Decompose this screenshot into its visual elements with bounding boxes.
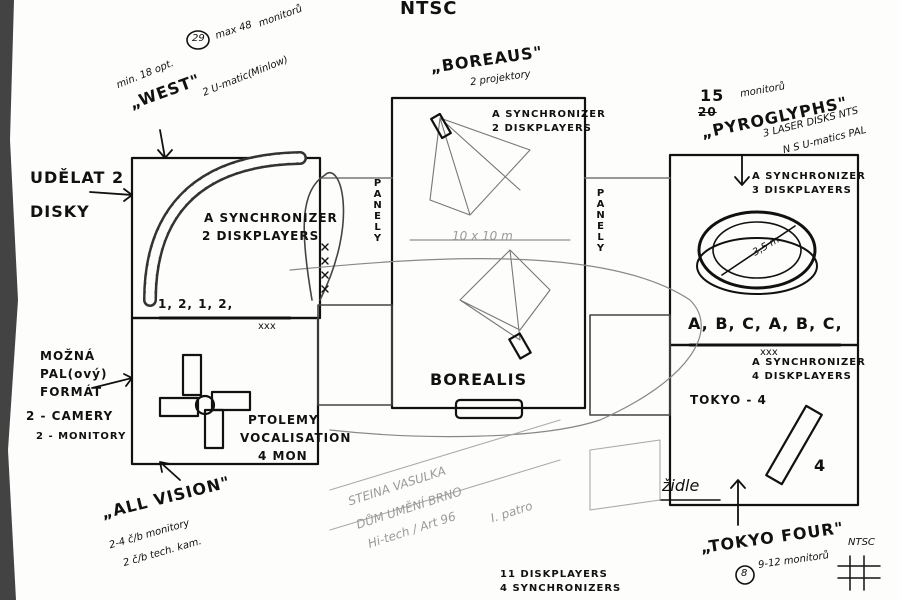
ntsc-grid-sketch bbox=[837, 555, 881, 591]
page-title: NTSC bbox=[400, 0, 458, 19]
ptolemy-vocalisation: VOCALISATION bbox=[240, 431, 352, 445]
all-vision-monitor-bottom bbox=[203, 408, 225, 450]
pyroglyphs-count: 15 bbox=[700, 86, 725, 105]
ptolemy-monitors: 4 MON bbox=[258, 449, 308, 463]
circled-29 bbox=[186, 30, 210, 50]
tokyo-label: TOKYO - 4 bbox=[690, 393, 767, 407]
right-panel-box bbox=[589, 314, 671, 416]
borealis-projection-bottom bbox=[459, 249, 551, 341]
west-note-number: 29 bbox=[192, 33, 205, 44]
corridor-path-left bbox=[303, 172, 345, 301]
make-disks-line2: DISKY bbox=[30, 202, 90, 221]
tokyo-chair: židle bbox=[662, 476, 700, 495]
make-disks-line1: UDĚLAT 2 bbox=[30, 168, 125, 187]
all-vision-monitor-right bbox=[210, 390, 252, 412]
west-sequence: 1, 2, 1, 2, bbox=[158, 297, 234, 311]
west-equipment-synchronizer: A SYNCHRONIZER bbox=[204, 211, 338, 225]
borealis-label: BOREALIS bbox=[430, 370, 528, 389]
total-synchronizers: 4 SYNCHRONIZERS bbox=[500, 583, 622, 594]
venue-box bbox=[589, 439, 661, 511]
projector-top bbox=[430, 112, 452, 140]
boreaus-diskplayers: 2 DISKPLAYERS bbox=[492, 123, 592, 134]
tokyo-day-number: 8 bbox=[741, 568, 748, 579]
pyroglyphs-diskplayers: 3 DISKPLAYERS bbox=[752, 185, 852, 196]
tokyo-synchronizer: A SYNCHRONIZER bbox=[752, 357, 866, 368]
pyroglyphs-monitor-ring bbox=[697, 210, 817, 290]
pyroglyphs-sequence: A, B, C, A, B, C, bbox=[688, 314, 843, 333]
arrow-west-name bbox=[157, 129, 173, 159]
venue-diagonal-2 bbox=[329, 459, 561, 531]
borealis-projection-top bbox=[429, 117, 531, 216]
venue-diagonal-1 bbox=[329, 419, 561, 491]
boreaus-synchronizer: A SYNCHRONIZER bbox=[492, 109, 606, 120]
pal-format-line1: MOŽNÁ bbox=[40, 349, 96, 363]
arrow-all-vision bbox=[159, 461, 181, 481]
pal-format-line5: 2 - MONITORY bbox=[36, 431, 127, 442]
pyroglyphs-diameter-line bbox=[721, 225, 796, 276]
panels-right: PANELY bbox=[595, 188, 606, 254]
projector-bottom bbox=[508, 332, 532, 360]
borealis-room-outline bbox=[390, 96, 587, 410]
arrow-pal-format bbox=[91, 373, 133, 389]
pyroglyphs-sequence-marks: xxx bbox=[760, 347, 778, 358]
cross-marks-column bbox=[321, 243, 329, 293]
ptolemy-label: PTOLEMY bbox=[248, 413, 319, 427]
visitor-path-curve bbox=[289, 258, 702, 438]
arrow-make-disks bbox=[89, 188, 133, 202]
panels-left: PANELY bbox=[372, 178, 383, 244]
pyroglyphs-base bbox=[696, 237, 818, 295]
west-sequence-marks: xxx bbox=[258, 321, 276, 332]
circled-8 bbox=[735, 565, 755, 585]
arrow-pyroglyphs bbox=[734, 154, 750, 186]
pyroglyphs-monitor-ring-inner bbox=[712, 221, 802, 279]
tokyo-count: 4 bbox=[814, 456, 827, 475]
tokyo-monitor-stack bbox=[765, 404, 823, 486]
borealis-bench bbox=[454, 398, 524, 420]
all-vision-monitor-left bbox=[158, 396, 200, 418]
pyroglyphs-synchronizer: A SYNCHRONIZER bbox=[752, 171, 866, 182]
pal-format-line4: 2 - CAMERY bbox=[26, 409, 114, 423]
tokyo-diskplayers: 4 DISKPLAYERS bbox=[752, 371, 852, 382]
west-equipment-diskplayers: 2 DISKPLAYERS bbox=[202, 229, 320, 243]
total-diskplayers: 11 DISKPLAYERS bbox=[500, 569, 608, 580]
west-monitor-arc-inner bbox=[145, 153, 305, 305]
all-vision-center bbox=[194, 394, 216, 416]
all-vision-monitor-top bbox=[181, 353, 203, 397]
pal-format-line2: PAL(ový) bbox=[40, 367, 108, 381]
boreaus-dimension: 10 x 10 m bbox=[452, 229, 513, 243]
left-panel-box bbox=[317, 304, 393, 406]
pal-format-line3: FORMÁT bbox=[40, 385, 103, 399]
tokyo-ntsc: NTSC bbox=[848, 537, 875, 548]
arrow-tokyo-name bbox=[730, 479, 746, 526]
scan-edge-shadow bbox=[0, 0, 18, 600]
pyroglyphs-count-crossed: 20 bbox=[698, 105, 717, 119]
